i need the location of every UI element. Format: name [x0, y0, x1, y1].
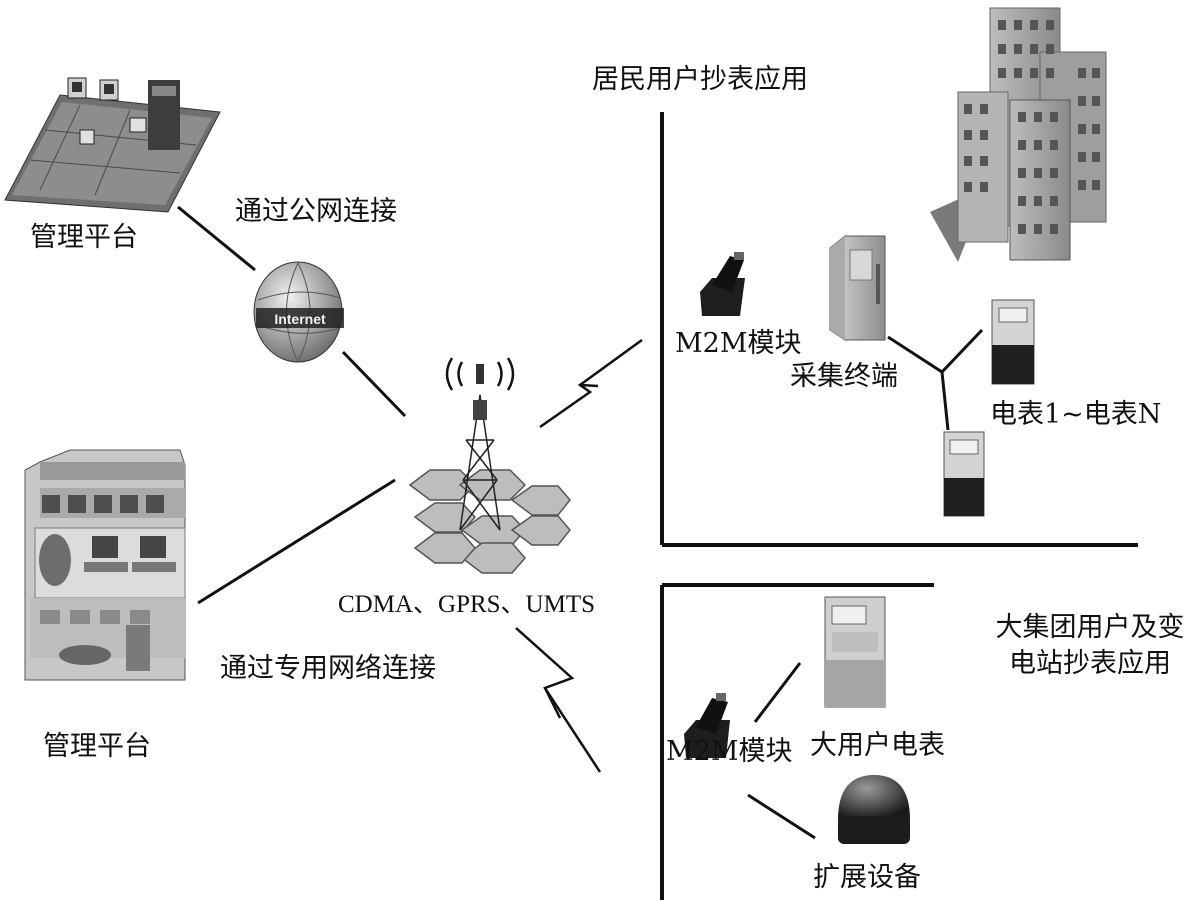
internet-globe-label: Internet — [274, 311, 326, 327]
management-platform-bottom-icon — [24, 449, 186, 681]
extension-device-icon — [838, 775, 910, 844]
residential-title: 居民用户抄表应用 — [592, 64, 808, 95]
collector-label: 采集终端 — [790, 361, 898, 392]
network-types-label: CDMA、GPRS、UMTS — [338, 591, 596, 618]
private-network-label: 通过专用网络连接 — [220, 653, 436, 684]
m2m-top-label: M2M模块 — [675, 328, 802, 359]
public-network-label: 通过公网连接 — [235, 196, 397, 227]
internet-globe-icon — [253, 261, 344, 363]
line-m2m-to-big-meter — [753, 662, 802, 723]
big-user-meter-icon — [824, 596, 886, 708]
line-junction-to-meter-1 — [940, 328, 984, 374]
mgmt-platform-top-label: 管理平台 — [30, 222, 138, 253]
line-mgmt-top-to-internet — [177, 205, 256, 272]
group-title: 大集团用户及变电站抄表应用 — [995, 612, 1185, 679]
management-platform-top-icon — [4, 77, 221, 213]
meter-1-icon — [991, 299, 1035, 385]
m2m-module-bottom-icon — [684, 693, 730, 758]
meters-label: 电表1~电表N — [990, 399, 1162, 430]
big-meter-label: 大用户电表 — [810, 730, 945, 761]
connector-lines — [177, 205, 984, 840]
m2m-bottom-label: M2M模块 — [666, 736, 793, 767]
ext-device-label: 扩展设备 — [813, 862, 921, 893]
buildings-icon — [930, 7, 1107, 262]
line-internet-to-tower — [341, 350, 407, 418]
wireless-link-group — [515, 627, 602, 773]
line-mgmt-bottom-to-tower — [197, 478, 396, 605]
residential-region-frame — [660, 112, 1138, 547]
m2m-module-top-icon — [700, 252, 745, 316]
line-m2m-to-ext-device — [747, 793, 816, 840]
cell-tower-icon — [408, 357, 571, 574]
group-region-frame — [660, 583, 934, 900]
meter-n-icon — [943, 431, 985, 517]
wireless-link-residential — [539, 338, 643, 429]
collector-terminal-icon — [829, 235, 886, 341]
mgmt-platform-bottom-label: 管理平台 — [43, 731, 151, 762]
line-collector-to-junction — [887, 335, 943, 374]
line-junction-to-meter-n — [940, 371, 950, 431]
